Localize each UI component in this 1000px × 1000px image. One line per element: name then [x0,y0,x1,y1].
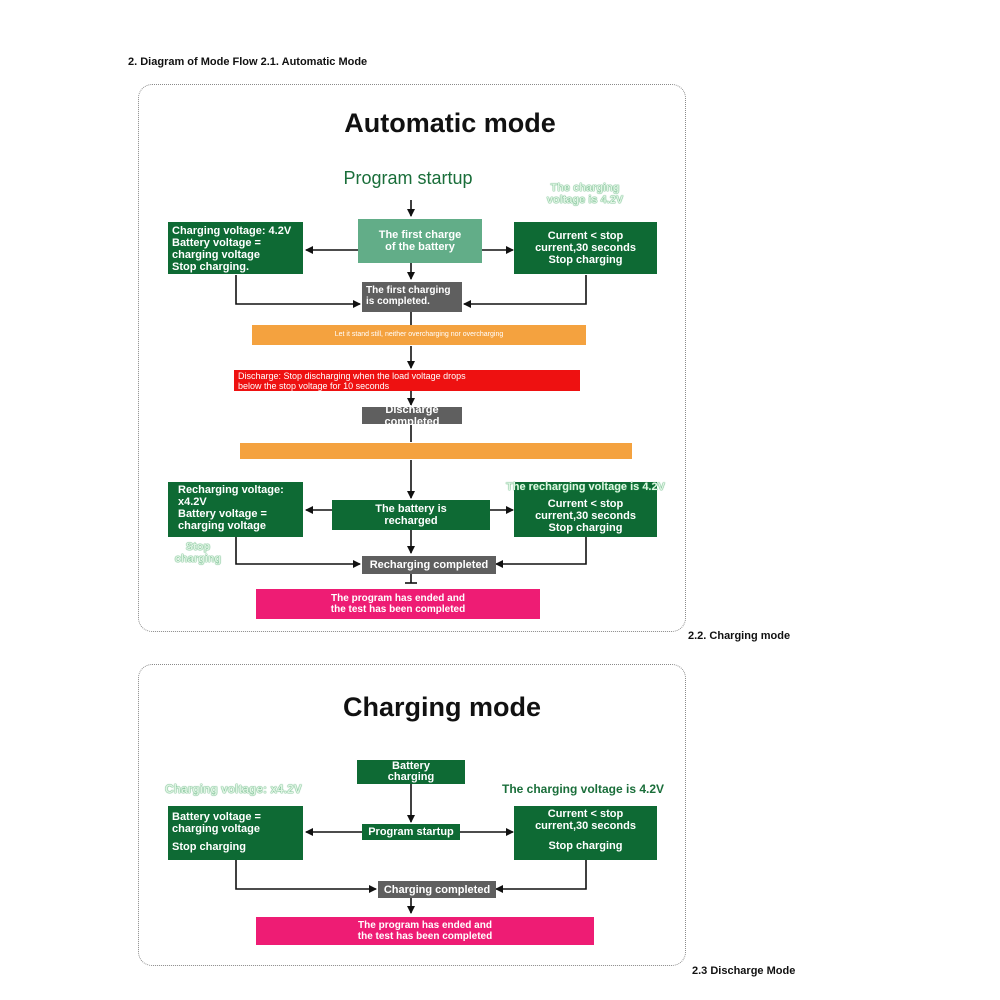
first-charging-completed-box: The first charging is completed. [362,282,462,312]
current-stop-box: Current < stop current,30 seconds Stop c… [514,222,657,274]
charging-mode-title: Charging mode [342,692,541,722]
charging-stop-text: Stop charging [548,840,623,852]
recharging-completed-box: Recharging completed [362,556,496,574]
battery-recharged-box: The battery is recharged [332,500,490,530]
stop-charging-text: Stop charging [172,841,246,853]
charging-voltage-value-label: The charging voltage is 4.2V [502,782,665,796]
battery-voltage-condition: Battery voltage = charging voltage [172,811,261,835]
discharge-mode-heading: 2.3 Discharge Mode [692,965,796,977]
current-stop-condition: Current < stop current,30 seconds [535,808,636,832]
recharge-voltage-box: Recharging voltage: x4.2V Battery voltag… [168,482,303,537]
battery-voltage-box[interactable]: Battery voltage = charging voltage Stop … [168,806,303,860]
charging-mode-heading: 2.2. Charging mode [688,630,791,642]
first-charge-box: The first charge of the battery [358,219,482,263]
program-startup-box: Program startup [362,824,460,840]
charging-voltage-note: The charging voltage is 4.2V [546,182,624,206]
charging-completed-box: Charging completed [378,881,496,898]
stop-charging-note: Stop charging [174,541,222,565]
discharge-bar: Discharge: Stop discharging when the loa… [234,370,580,391]
section-heading: 2. Diagram of Mode Flow 2.1. Automatic M… [128,56,368,68]
orange-separator-bar [240,443,632,459]
charge-stop-condition-box: Charging voltage: 4.2V Battery voltage =… [168,222,303,274]
program-ended-box: The program has ended and the test has b… [256,589,540,619]
stand-still-bar: Let it stand still, neither overcharging… [252,325,586,345]
charging-program-ended-box: The program has ended and the test has b… [256,917,594,945]
program-startup-label: Program startup [343,168,473,188]
battery-charging-box: Battery charging [357,760,465,784]
automatic-mode-panel [138,84,686,632]
discharge-completed-box: Discharge completed [362,404,462,428]
recharge-current-stop-box: Current < stop current,30 seconds Stop c… [514,482,657,537]
automatic-mode-title: Automatic mode [344,108,556,138]
charging-current-stop-box[interactable]: Current < stop current,30 seconds Stop c… [514,806,657,860]
recharging-voltage-note: The recharging voltage is 4.2V [506,481,665,493]
charging-voltage-label: Charging voltage: x4.2V [165,782,302,796]
